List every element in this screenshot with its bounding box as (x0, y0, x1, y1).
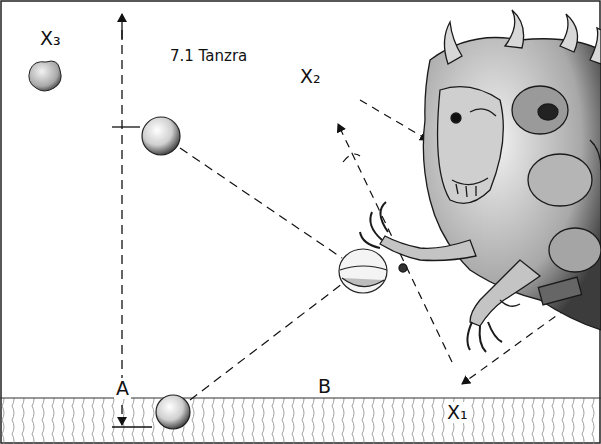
position-label: X₃ (40, 28, 61, 49)
floor (0, 398, 601, 444)
balls (142, 117, 387, 429)
rock (29, 61, 61, 91)
monster (360, 10, 601, 352)
position-label: X₁ (445, 402, 470, 423)
vertical-axis (112, 14, 152, 427)
position-label: A (114, 378, 131, 399)
position-label: B (318, 376, 331, 397)
position-label: X₂ (300, 66, 321, 87)
diagram-title: 7.1 Tanzra (170, 48, 247, 65)
trajectory (180, 148, 342, 400)
